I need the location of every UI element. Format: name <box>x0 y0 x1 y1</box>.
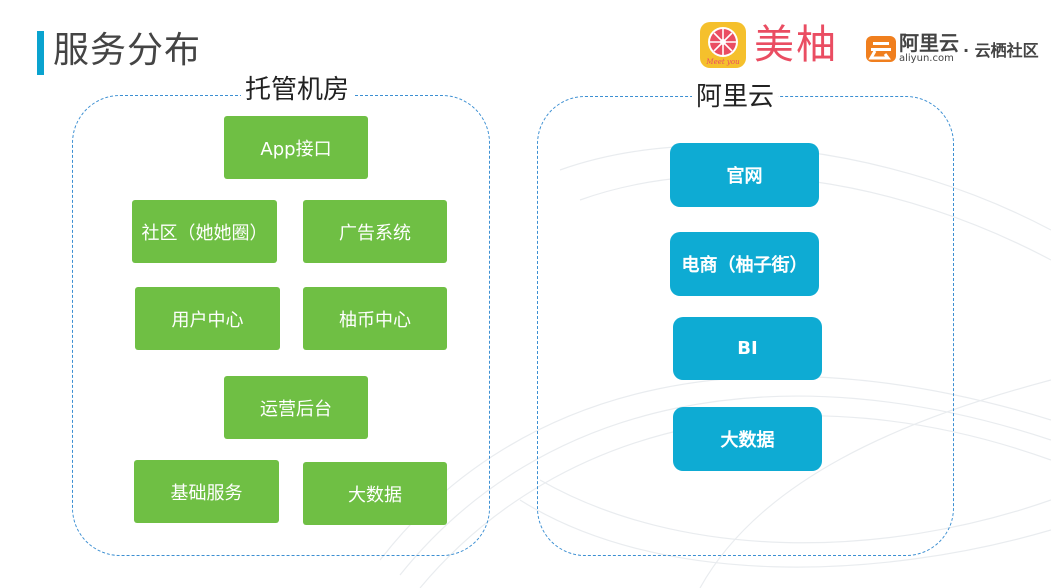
meiyou-mark-text: Meet you <box>706 58 740 66</box>
aliyun-logo-icon <box>866 35 896 62</box>
service-box-coin-center: 柚币中心 <box>303 287 447 350</box>
page-title: 服务分布 <box>53 30 202 71</box>
service-box-community: 社区（她她圈） <box>132 200 277 263</box>
service-box-ad-system: 广告系统 <box>303 200 447 263</box>
aliyun-group-label: 阿里云 <box>692 82 779 112</box>
aliyun-domain: aliyun.com <box>899 53 954 64</box>
aliyun-community-suffix: · 云栖社区 <box>963 40 1039 60</box>
aliyun-brand-name: 阿里云 <box>899 31 959 55</box>
service-box-operations: 运营后台 <box>224 376 368 439</box>
service-box-ecommerce: 电商（柚子街） <box>670 232 819 296</box>
service-box-user-center: 用户中心 <box>135 287 280 350</box>
service-box-bi: BI <box>673 317 822 380</box>
service-box-app-api: App接口 <box>224 116 368 179</box>
service-box-big-data-left: 大数据 <box>303 462 447 525</box>
meiyou-brand-name: 美柚 <box>754 22 838 68</box>
hosted-datacenter-label: 托管机房 <box>241 75 354 105</box>
grapefruit-logo-icon: Meet you <box>700 22 746 68</box>
meiyou-logo: Meet you 美柚 <box>700 22 838 68</box>
service-box-base-services: 基础服务 <box>134 460 279 523</box>
service-box-website: 官网 <box>670 143 819 207</box>
title-accent-bar <box>37 31 44 75</box>
aliyun-logo: 阿里云 aliyun.com · 云栖社区 <box>866 33 1039 64</box>
service-box-big-data-right: 大数据 <box>673 407 822 471</box>
